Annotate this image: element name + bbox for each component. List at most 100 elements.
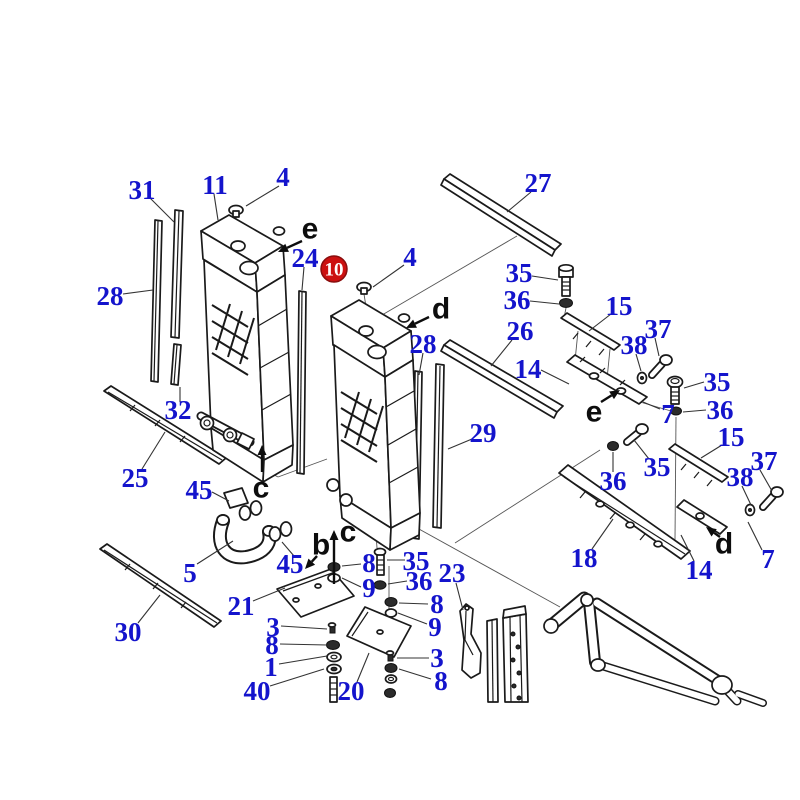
part-label-35: 35 xyxy=(403,546,430,576)
part-label-1: 1 xyxy=(264,652,278,682)
part-label-35: 35 xyxy=(644,452,671,482)
leader-line xyxy=(279,643,328,646)
part-label-27: 27 xyxy=(525,168,552,198)
leader-line xyxy=(633,439,650,460)
plate-20 xyxy=(346,606,412,658)
leader-line xyxy=(682,409,707,413)
bar-30 xyxy=(99,543,222,628)
washer-38-b xyxy=(744,503,756,517)
part-label-14: 14 xyxy=(686,555,713,585)
leader-line xyxy=(642,401,661,410)
leader-line xyxy=(529,300,560,305)
radiator-10 xyxy=(326,299,421,551)
part-label-37: 37 xyxy=(645,314,672,344)
part-label-3: 3 xyxy=(430,643,444,673)
leader-line xyxy=(759,469,773,492)
view-marker-c: c xyxy=(253,472,270,505)
guard-frame xyxy=(543,591,767,707)
bolt-35-a xyxy=(558,263,574,297)
view-arrowhead-e xyxy=(609,390,620,400)
leader-lines xyxy=(122,185,773,687)
leader-line xyxy=(588,313,612,332)
bolt-35-b xyxy=(666,375,684,405)
nut-36-b xyxy=(670,406,682,416)
view-arrow-b xyxy=(310,555,318,563)
leader-line xyxy=(301,266,305,291)
part-label-14: 14 xyxy=(515,354,542,384)
washer-stack-right-top xyxy=(384,597,398,618)
part-label-36: 36 xyxy=(600,466,627,496)
view-arrowhead-b xyxy=(305,558,316,569)
view-arrowhead-e xyxy=(278,243,289,252)
part-label-20: 20 xyxy=(338,676,365,706)
leader-line xyxy=(700,444,723,459)
part-label-8: 8 xyxy=(430,589,444,619)
cap-4-left xyxy=(228,204,244,218)
leader-line xyxy=(149,197,175,223)
leader-line xyxy=(506,191,532,213)
leader-line xyxy=(591,518,614,550)
part-label-40: 40 xyxy=(244,676,271,706)
leader-line xyxy=(455,582,464,611)
core-grid-10 xyxy=(340,391,384,463)
nut-36-d xyxy=(373,580,387,590)
bracket-18 xyxy=(558,464,691,560)
part-label-9: 9 xyxy=(428,612,442,642)
part-label-38: 38 xyxy=(727,462,754,492)
view-marker-b: b xyxy=(312,529,330,562)
view-marker-d: d xyxy=(432,293,450,326)
bracket-23 xyxy=(459,603,482,679)
view-marker-c: c xyxy=(340,516,357,549)
part-label-32: 32 xyxy=(165,395,192,425)
part-label-45: 45 xyxy=(277,549,304,579)
part-label-4: 4 xyxy=(276,162,290,192)
bracket-14-b xyxy=(676,499,728,535)
view-arrow-d xyxy=(414,315,430,325)
view-arrowhead-c xyxy=(329,530,339,540)
leader-line xyxy=(447,438,473,450)
part-label-28: 28 xyxy=(410,329,437,359)
part-label-35: 35 xyxy=(506,258,533,288)
leader-line xyxy=(141,431,166,470)
core-grid-11 xyxy=(211,303,255,376)
view-marker-d: d xyxy=(715,528,733,561)
bolt-37-b xyxy=(759,486,784,511)
part-label-7: 7 xyxy=(761,544,775,574)
leader-line xyxy=(635,353,642,372)
part-label-37: 37 xyxy=(751,446,778,476)
view-marker-e: e xyxy=(302,213,319,246)
leader-line xyxy=(654,337,660,357)
connector-45 xyxy=(223,487,249,509)
part-label-8: 8 xyxy=(362,548,376,578)
leader-line xyxy=(372,264,405,288)
nut-36-c xyxy=(607,441,619,451)
part-label-30: 30 xyxy=(115,617,142,647)
part-label-21: 21 xyxy=(228,591,255,621)
part-label-36: 36 xyxy=(406,566,433,596)
bracket-14-a xyxy=(566,354,648,405)
leader-line xyxy=(683,381,705,389)
leader-line xyxy=(680,534,695,562)
leader-line xyxy=(341,563,362,567)
part-label-36: 36 xyxy=(707,395,734,425)
view-arrow-e xyxy=(286,239,303,249)
leader-line xyxy=(418,352,424,376)
part-label-24: 24 xyxy=(292,243,319,273)
part-label-35: 35 xyxy=(704,367,731,397)
part-label-9: 9 xyxy=(362,573,376,603)
bar-28-left xyxy=(150,219,163,383)
part-label-23: 23 xyxy=(439,558,466,588)
leader-line xyxy=(356,652,370,683)
part-label-25: 25 xyxy=(122,463,149,493)
bolt-35-c xyxy=(623,423,649,446)
leader-line xyxy=(137,594,161,624)
assembly-line xyxy=(639,401,672,412)
part-label-8: 8 xyxy=(265,630,279,660)
view-arrow-d xyxy=(713,531,721,538)
leader-line xyxy=(252,587,286,602)
view-arrowhead-d xyxy=(706,527,717,537)
highlight-badge-text: 10 xyxy=(325,260,344,281)
bar-24 xyxy=(296,290,307,475)
bar-32 xyxy=(170,343,182,386)
